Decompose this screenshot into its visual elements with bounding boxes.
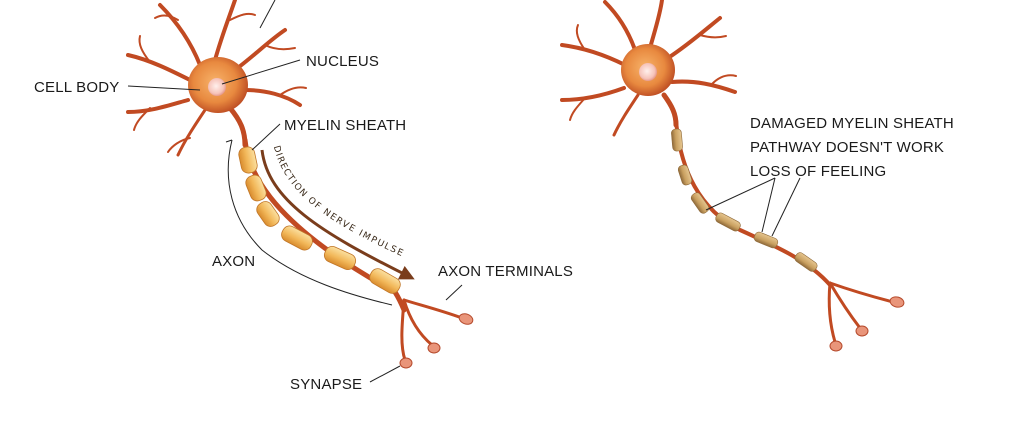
cell-body-leader: [127, 85, 201, 91]
myelin-segments: [238, 146, 401, 294]
dendrite-leader: [259, 0, 276, 29]
myelin-segment: [369, 268, 401, 294]
damaged-myelin-segment: [794, 252, 818, 272]
damaged-synapse-bulbs: [829, 296, 905, 352]
myelin-segment: [256, 201, 280, 227]
myelin-segment: [245, 174, 267, 202]
cell-body-label: CELL BODY: [34, 79, 119, 96]
synapse-leader: [369, 365, 401, 383]
terminals-leader: [445, 284, 463, 301]
healthy-neuron: DIRECTION OF NERVE IMPULSE NUCLEUS CELL …: [34, 0, 573, 393]
axon-bracket-tick: [225, 139, 233, 143]
damage-leader-2: [761, 177, 776, 233]
myelin-segment: [238, 146, 258, 174]
damaged-caption-line-2: PATHWAY DOESN'T WORK: [750, 139, 944, 156]
damaged-axon-terminals: [827, 281, 895, 344]
damaged-caption-line-3: LOSS OF FEELING: [750, 163, 886, 180]
impulse-arrow: [260, 149, 415, 280]
damaged-myelin-segment: [715, 212, 741, 232]
axon-bracket: [227, 139, 393, 306]
nucleus-leader: [221, 59, 301, 85]
damaged-neuron: DAMAGED MYELIN SHEATH PATHWAY DOESN'T WO…: [560, 0, 954, 352]
damaged-caption-line-1: DAMAGED MYELIN SHEATH: [750, 115, 954, 132]
myelin-segment: [323, 246, 357, 270]
myelin-leader: [251, 123, 281, 151]
myelin-segment: [281, 225, 313, 251]
healthy-dendrites: [126, 0, 307, 157]
damaged-myelin-segment: [677, 164, 693, 186]
synapse-label: SYNAPSE: [290, 376, 362, 393]
damaged-nucleus: [639, 63, 657, 81]
damage-leader-1: [705, 177, 776, 211]
healthy-nucleus: [208, 78, 226, 96]
damaged-myelin-segment: [753, 231, 779, 249]
damaged-myelin-segment: [671, 128, 683, 152]
axon-label: AXON: [212, 253, 255, 270]
nucleus-label: NUCLEUS: [306, 53, 379, 70]
damaged-myelin-segment: [690, 192, 710, 214]
damage-leader-3: [771, 177, 801, 237]
synapse-bulbs: [399, 313, 474, 369]
healthy-axon-terminals: [400, 298, 464, 362]
damaged-myelin-segments: [671, 128, 818, 272]
axon-terminals-label: AXON TERMINALS: [438, 263, 573, 280]
myelin-sheath-label: MYELIN SHEATH: [284, 117, 406, 134]
